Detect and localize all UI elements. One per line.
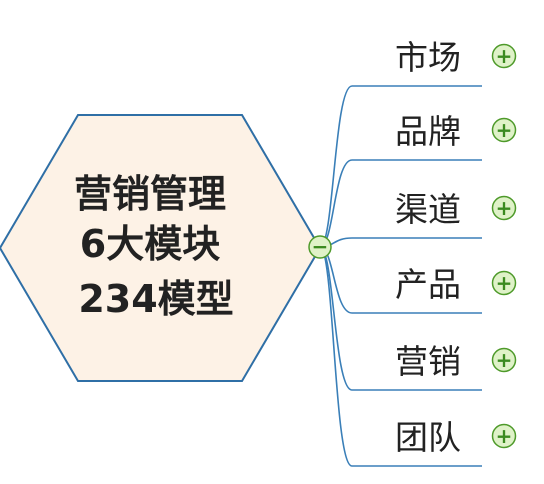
plus-circle-icon: [491, 117, 517, 143]
minus-circle-icon: [308, 235, 332, 259]
expand-symbol: +: [496, 118, 513, 142]
branch-underlines: [352, 85, 482, 467]
branch-label: 渠道: [395, 190, 461, 229]
plus-circle-icon: [491, 195, 517, 221]
branch-node[interactable]: 产品 +: [395, 265, 517, 304]
branch-list: 市场 + 品牌 + 渠道 + 产品 + 营销 + 团队 +: [395, 38, 517, 457]
expand-symbol: +: [496, 424, 513, 448]
connector-line: [319, 85, 353, 248]
expand-toggle-button[interactable]: +: [491, 270, 517, 296]
connector-line: [319, 246, 353, 467]
branch-node[interactable]: 团队 +: [395, 418, 517, 457]
connector-lines: [319, 85, 353, 467]
expand-toggle-button[interactable]: +: [491, 347, 517, 373]
expand-toggle-button[interactable]: +: [491, 117, 517, 143]
branch-node[interactable]: 渠道 +: [395, 190, 517, 229]
expand-symbol: +: [496, 348, 513, 372]
collapse-toggle-button[interactable]: −: [308, 235, 332, 259]
expand-toggle-button[interactable]: +: [491, 423, 517, 449]
plus-circle-icon: [491, 423, 517, 449]
branch-label: 营销: [395, 342, 461, 381]
plus-circle-icon: [491, 43, 517, 69]
collapse-symbol: −: [312, 235, 329, 259]
branch-label: 品牌: [395, 112, 461, 151]
branch-node[interactable]: 品牌 +: [395, 112, 517, 151]
plus-circle-icon: [491, 270, 517, 296]
central-topic-line-3: 234模型: [78, 277, 233, 321]
expand-symbol: +: [496, 196, 513, 220]
plus-circle-icon: [491, 347, 517, 373]
central-topic-line-2: 6大模块: [80, 222, 220, 266]
central-topic-line-1: 营销管理: [74, 172, 226, 216]
expand-symbol: +: [496, 271, 513, 295]
branch-node[interactable]: 营销 +: [395, 342, 517, 381]
branch-node[interactable]: 市场 +: [395, 38, 517, 77]
branch-label: 产品: [395, 265, 461, 304]
expand-toggle-button[interactable]: +: [491, 195, 517, 221]
expand-symbol: +: [496, 44, 513, 68]
branch-label: 市场: [395, 38, 461, 77]
expand-toggle-button[interactable]: +: [491, 43, 517, 69]
branch-label: 团队: [395, 418, 461, 457]
